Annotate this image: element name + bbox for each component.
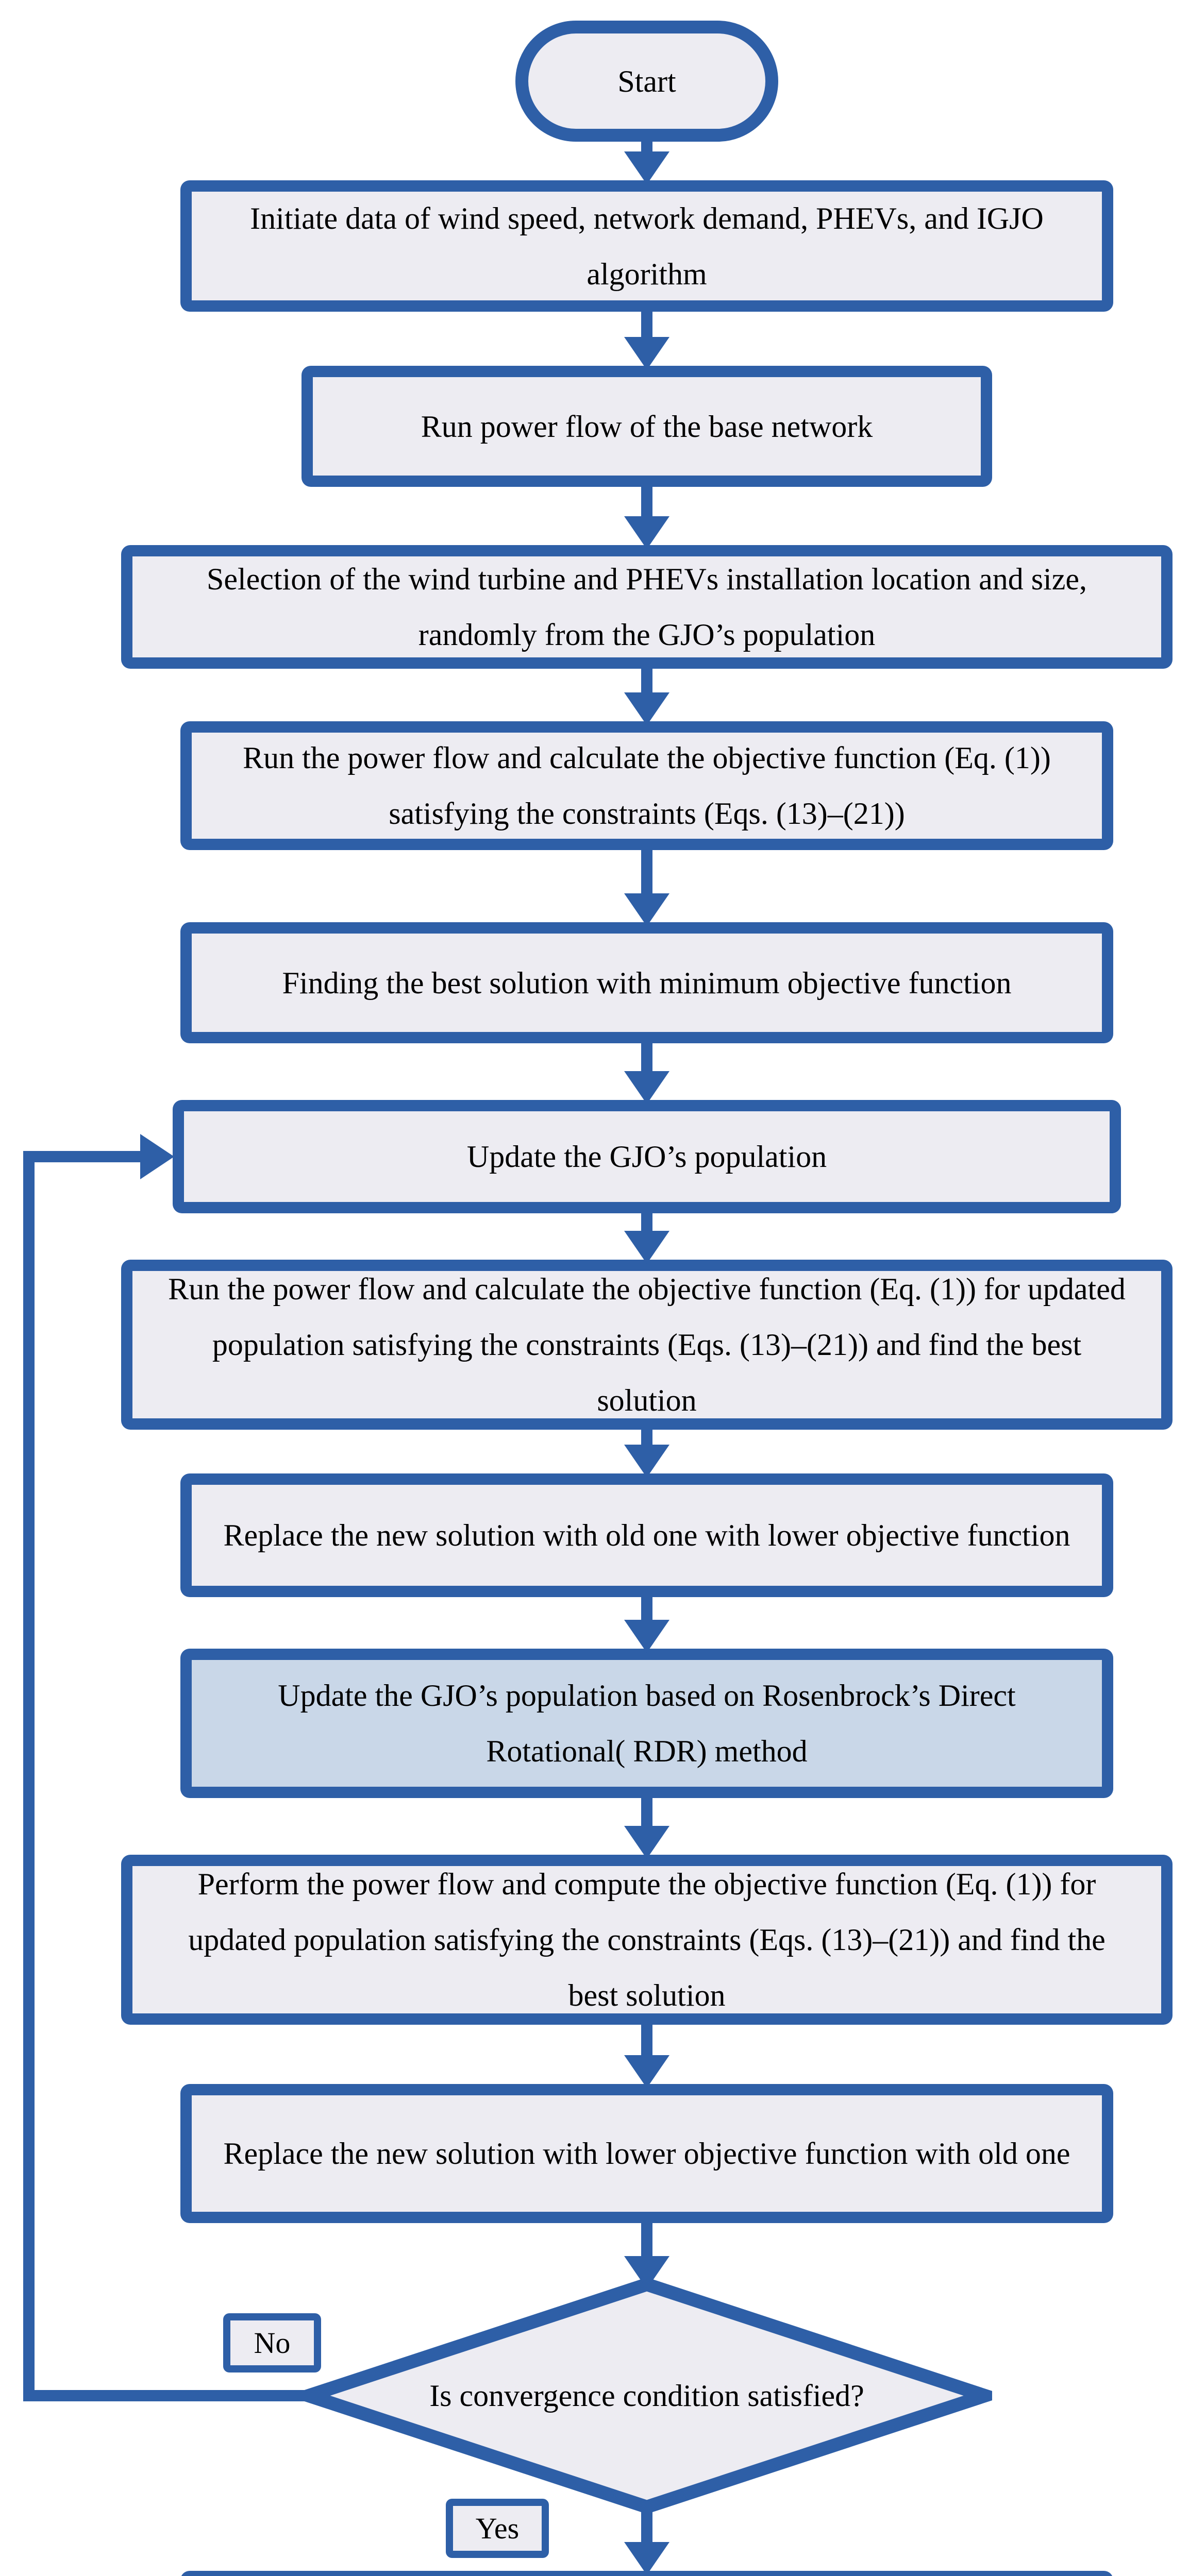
arrow-initiate-to-runbase bbox=[624, 309, 669, 370]
diamond-svg bbox=[287, 2277, 1007, 2514]
arrow-update-to-runupdated bbox=[624, 1210, 669, 1264]
arrow-replaceold-to-rdr bbox=[624, 1594, 669, 1653]
process-perform-power-flow-updated: Perform the power flow and compute the o… bbox=[121, 1855, 1173, 2025]
decision-diamond-shape bbox=[287, 2277, 1007, 2514]
process-update-gjo-population: Update the GJO’s population bbox=[173, 1100, 1121, 1213]
process-replace-solution-lower: Replace the new solution with lower obje… bbox=[180, 2084, 1113, 2223]
feedback-arrowhead bbox=[140, 1134, 174, 1179]
process-run-base-power-flow: Run power flow of the base network bbox=[302, 366, 992, 487]
arrow-start-to-initiate bbox=[624, 139, 669, 184]
arrow-perform-to-replacelower bbox=[624, 2022, 669, 2088]
terminator-start: Start bbox=[515, 21, 778, 142]
process-initiate-data: Initiate data of wind speed, network dem… bbox=[180, 180, 1113, 312]
no-branch-label: No bbox=[223, 2313, 321, 2372]
arrow-runbase-to-selection bbox=[624, 484, 669, 549]
arrow-replacelower-to-decision bbox=[624, 2220, 669, 2289]
arrow-decision-yes-to-determine bbox=[624, 2509, 669, 2575]
feedback-line-horizontal-top bbox=[23, 1151, 144, 1162]
arrow-runupdated-to-replaceold bbox=[624, 1427, 669, 1478]
feedback-line-vertical bbox=[23, 1151, 35, 2401]
decision-convergence: Is convergence condition satisfied? bbox=[429, 2379, 864, 2413]
arrow-selection-to-runobjective bbox=[624, 666, 669, 725]
process-select-location-size: Selection of the wind turbine and PHEVs … bbox=[121, 545, 1173, 669]
process-update-gjo-rdr: Update the GJO’s population based on Ros… bbox=[180, 1649, 1113, 1798]
arrow-findbest-to-update bbox=[624, 1040, 669, 1104]
feedback-line-horizontal-bottom bbox=[23, 2390, 312, 2401]
process-run-power-flow-updated: Run the power flow and calculate the obj… bbox=[121, 1260, 1173, 1430]
process-find-best-solution: Finding the best solution with minimum o… bbox=[180, 922, 1113, 1043]
arrow-runobjective-to-findbest bbox=[624, 847, 669, 926]
process-run-power-flow-objective: Run the power flow and calculate the obj… bbox=[180, 721, 1113, 850]
yes-branch-label: Yes bbox=[446, 2499, 549, 2558]
process-replace-solution-old-one: Replace the new solution with old one wi… bbox=[180, 1473, 1113, 1597]
arrow-rdr-to-perform bbox=[624, 1795, 669, 1859]
